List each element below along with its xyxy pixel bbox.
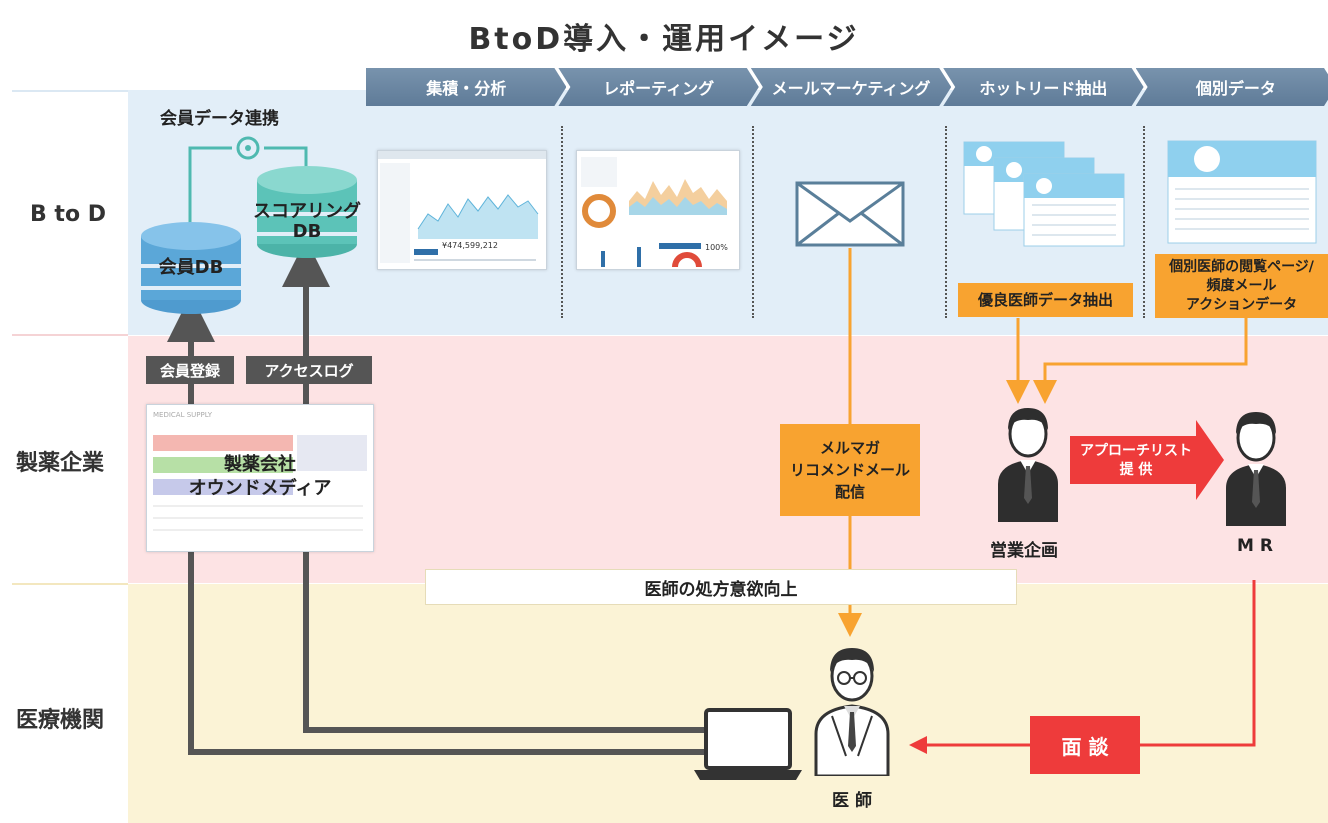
prescription-motivation-box: 医師の処方意欲向上	[425, 569, 1017, 605]
sales-planning-person-icon	[998, 408, 1058, 522]
step-aggregation: 集積・分析	[366, 68, 566, 106]
individual-action-data-box: 個別医師の閲覧ページ/ 頻度メール アクションデータ	[1155, 254, 1328, 318]
lane-medical-background	[128, 584, 1328, 823]
approach-list-arrow	[1070, 420, 1224, 500]
lane-divider	[12, 90, 128, 92]
mail-delivery-box: メルマガ リコメンドメール 配信	[780, 424, 920, 516]
mail-envelope-icon	[795, 181, 905, 247]
column-separator	[752, 126, 754, 318]
doctor-card-stack-icon	[963, 141, 1125, 247]
access-log-tag: アクセスログ	[246, 356, 372, 384]
step-reporting: レポーティング	[558, 68, 758, 106]
mr-person-icon	[1226, 412, 1286, 526]
sales-planning-label: 営業企画	[990, 541, 1058, 561]
report-dashboard-image: 100%	[576, 150, 740, 270]
site-header-text: MEDICAL SUPPLY	[153, 411, 212, 419]
diagram-title: BtoD導入・運用イメージ	[468, 22, 860, 57]
step-hot-lead: ホットリード抽出	[943, 68, 1143, 106]
owned-media-label: 製薬会社 オウンドメディア	[188, 454, 332, 499]
individual-data-arrow	[1033, 318, 1248, 404]
laptop-icon	[694, 708, 802, 780]
doctor-label: 医 師	[832, 791, 872, 811]
mr-line	[1140, 580, 1256, 747]
step-mail-marketing: メールマーケティング	[751, 68, 951, 106]
lane-label-medical: 医療機関	[16, 708, 105, 733]
column-separator	[1143, 126, 1145, 318]
scoring-db-label: スコアリング DB	[253, 201, 361, 242]
dashboard-value: ¥474,599,212	[442, 241, 498, 250]
owned-media-site-image: MEDICAL SUPPLY 製薬会社 オウンドメディア	[146, 404, 374, 552]
column-separator	[561, 126, 563, 318]
lane-label-btod: B to D	[30, 202, 106, 227]
step-individual-data: 個別データ	[1136, 68, 1328, 106]
lane-divider	[12, 334, 128, 336]
lane-label-pharma: 製薬企業	[16, 451, 105, 476]
doctor-person-icon	[814, 648, 890, 776]
process-step-bar: 集積・分析 レポーティング メールマーケティング ホットリード抽出 個別データ	[366, 68, 1328, 106]
db-link-label: 会員データ連携	[160, 109, 279, 129]
member-db-icon	[141, 222, 241, 314]
member-registration-tag: 会員登録	[146, 356, 234, 384]
approach-list-label: アプローチリスト 提 供	[1080, 443, 1192, 478]
dashboard-percent: 100%	[705, 243, 728, 252]
mr-label: M R	[1237, 536, 1273, 556]
column-separator	[945, 126, 947, 318]
analytics-dashboard-image: ¥474,599,212	[377, 150, 547, 270]
scoring-db-icon	[257, 166, 357, 258]
excellent-doctor-data-box: 優良医師データ抽出	[958, 283, 1133, 317]
interview-box: 面 談	[1030, 716, 1140, 774]
individual-doctor-card-icon	[1167, 140, 1317, 244]
member-db-label: 会員DB	[158, 257, 224, 278]
lane-divider	[12, 583, 128, 585]
